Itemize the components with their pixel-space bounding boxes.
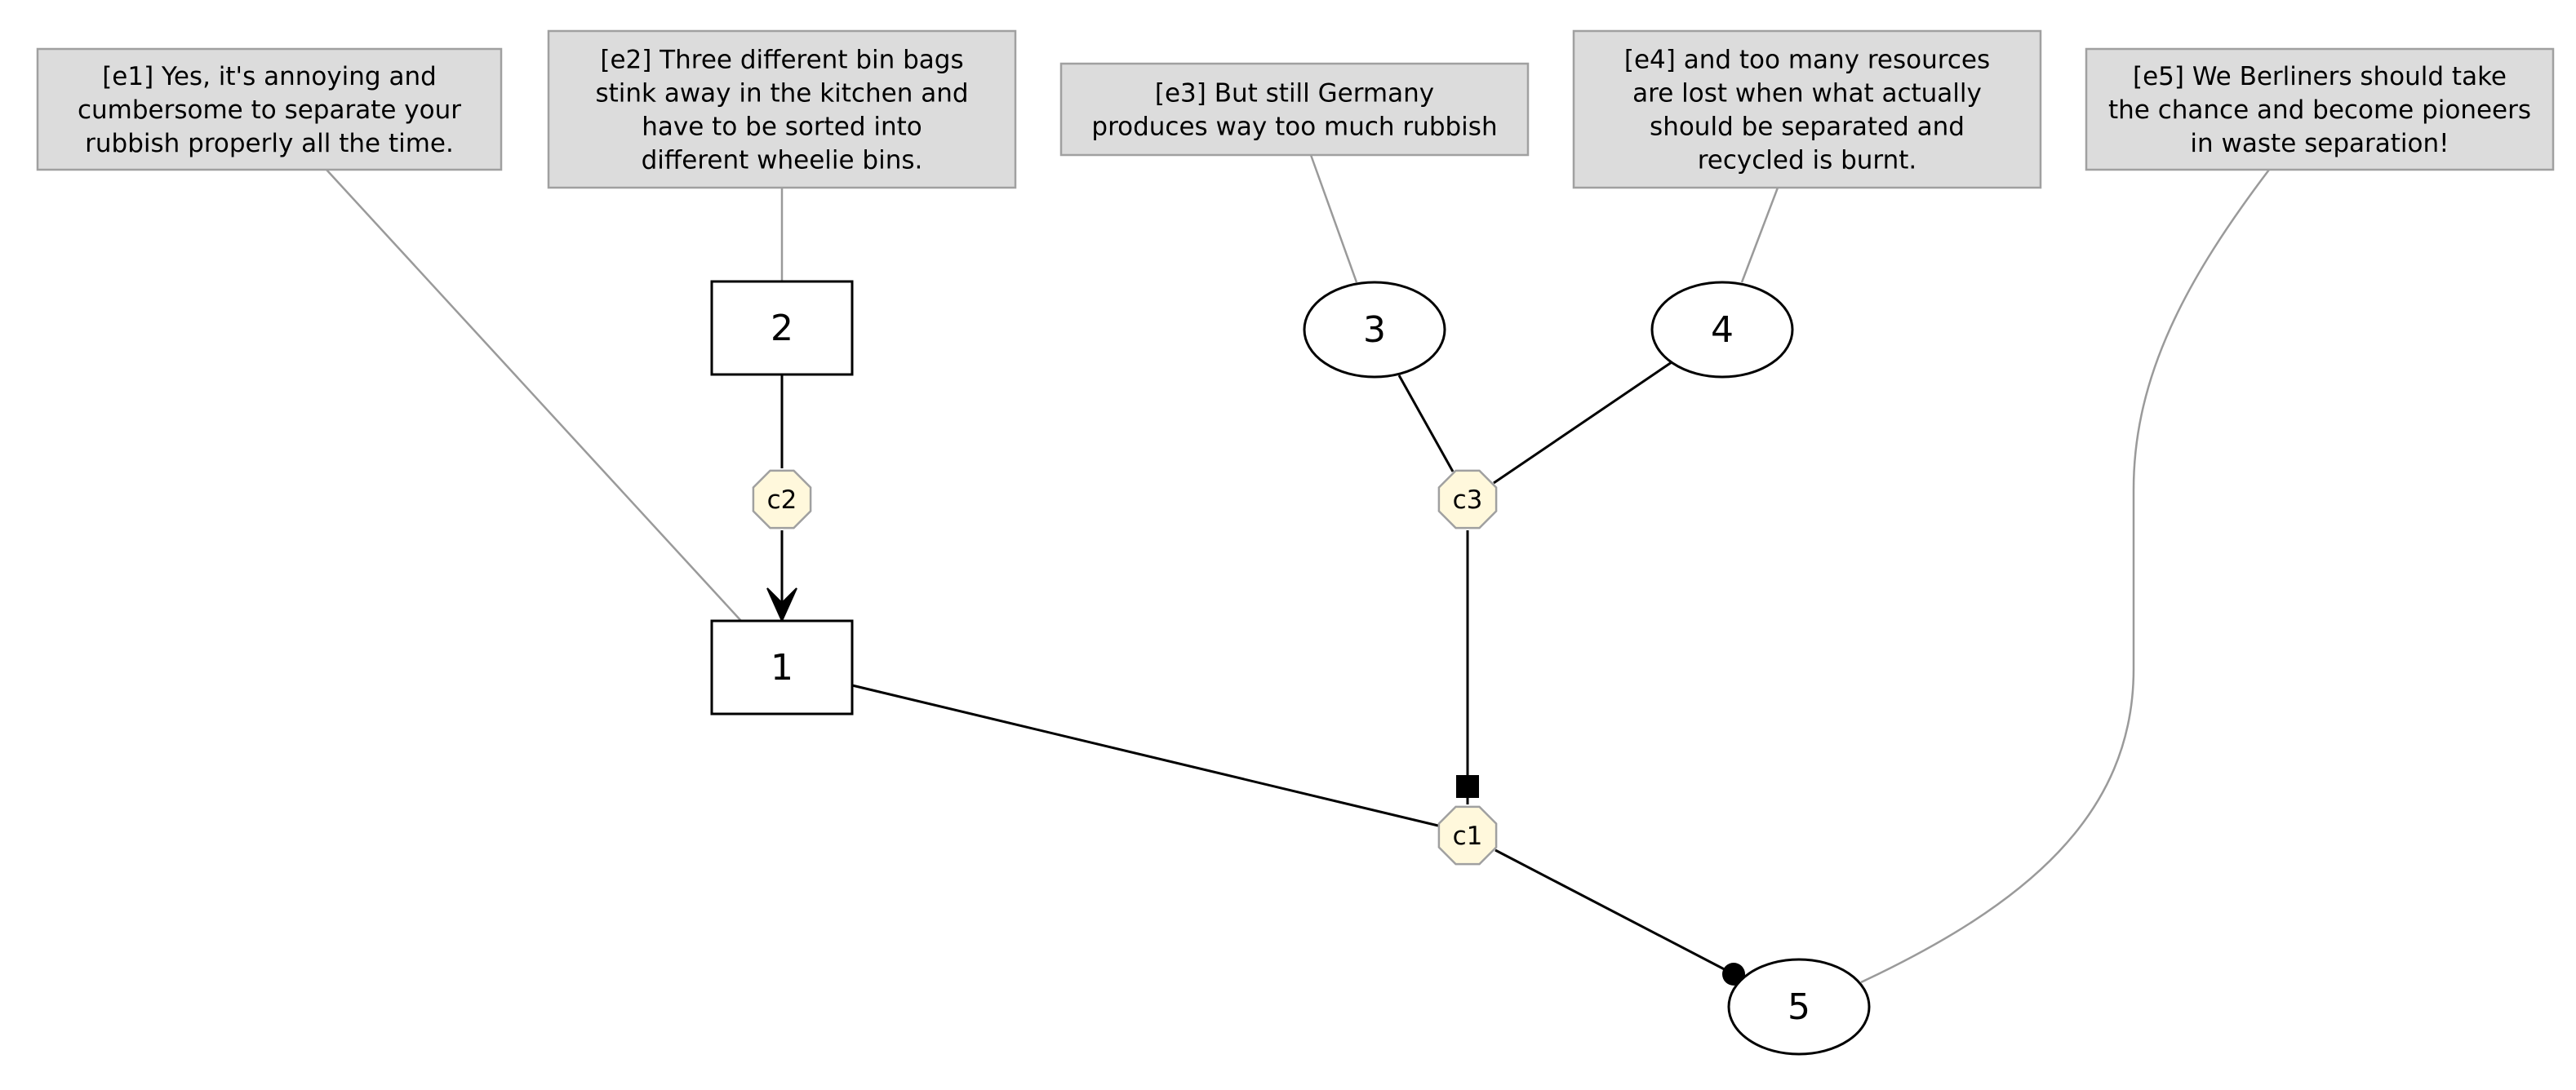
edge-n3-c3 bbox=[1397, 374, 1455, 472]
edu-links bbox=[326, 154, 2270, 984]
edu-text-line: rubbish properly all the time. bbox=[85, 129, 454, 158]
node-5: 5 bbox=[1727, 958, 1871, 1056]
node-box bbox=[710, 280, 854, 376]
connector-c3: c3 bbox=[1437, 469, 1498, 529]
node-4: 4 bbox=[1650, 281, 1794, 379]
edu-text-line: [e3] But still Germany bbox=[1155, 79, 1434, 109]
edu-text-line: [e5] We Berliners should take bbox=[2133, 62, 2507, 91]
edges bbox=[766, 361, 1745, 986]
edu-text-line: cumbersome to separate your bbox=[78, 95, 461, 125]
node-label: 5 bbox=[1788, 986, 1810, 1028]
edu-box-e2: [e2] Three different bin bags stink away … bbox=[547, 29, 1017, 189]
edge-n4-c3 bbox=[1493, 361, 1672, 485]
edge-n1-c1 bbox=[851, 684, 1439, 827]
dot-head-c1-n5 bbox=[1722, 963, 1745, 986]
edu-text-line: should be separated and bbox=[1650, 113, 1965, 142]
node-3: 3 bbox=[1303, 281, 1446, 379]
node-1: 1 bbox=[710, 619, 854, 716]
edu-text-line: [e2] Three different bin bags bbox=[600, 46, 963, 75]
edu-link-e4-n4 bbox=[1740, 187, 1779, 283]
edu-text-line: [e4] and too many resources bbox=[1624, 46, 1990, 75]
edu-text-line: produces way too much rubbish bbox=[1091, 113, 1497, 142]
edge-c1-n5 bbox=[1495, 849, 1734, 976]
node-box bbox=[710, 619, 854, 716]
node-label: 4 bbox=[1711, 309, 1734, 351]
connectors: c1 c2 c3 bbox=[752, 469, 1498, 866]
edu-text-line: in waste separation! bbox=[2190, 129, 2449, 158]
edu-text-line: have to be sorted into bbox=[642, 113, 922, 142]
connector-octagon bbox=[752, 469, 812, 529]
edu-box-e5: [e5] We Berliners should take the chance … bbox=[2085, 47, 2555, 171]
node-label: 3 bbox=[1363, 309, 1386, 351]
edu-box-e4: [e4] and too many resources are lost when… bbox=[1572, 29, 2042, 189]
node-ellipse bbox=[1303, 281, 1446, 379]
edu-box-e1: [e1] Yes, it's annoying and cumbersome to… bbox=[36, 47, 503, 171]
edu-text-line: the chance and become pioneers bbox=[2108, 95, 2531, 125]
connector-c2: c2 bbox=[752, 469, 812, 529]
square-head-c3-c1 bbox=[1456, 775, 1479, 798]
edu-link-e3-n3 bbox=[1309, 154, 1358, 283]
edu-link-e5-n5 bbox=[1860, 169, 2270, 984]
connector-label: c1 bbox=[1453, 822, 1483, 851]
node-ellipse bbox=[1727, 958, 1871, 1056]
nodes: 1 2 3 4 5 bbox=[710, 280, 1871, 1056]
connector-label: c3 bbox=[1453, 485, 1483, 515]
edu-text-line: different wheelie bins. bbox=[642, 146, 923, 175]
connector-octagon bbox=[1437, 805, 1498, 866]
edu-text-line: recycled is burnt. bbox=[1698, 146, 1917, 175]
node-2: 2 bbox=[710, 280, 854, 376]
node-label: 2 bbox=[771, 308, 793, 349]
arrowhead-c2-n1 bbox=[766, 587, 797, 623]
edu-boxes: [e1] Yes, it's annoying and cumbersome to… bbox=[36, 29, 2555, 189]
connector-octagon bbox=[1437, 469, 1498, 529]
edu-text-line: [e1] Yes, it's annoying and bbox=[102, 62, 437, 91]
node-label: 1 bbox=[771, 647, 793, 689]
edu-link-e1-n1 bbox=[326, 169, 742, 622]
connector-label: c2 bbox=[767, 485, 797, 515]
edu-box-e3: [e3] But still Germany produces way too m… bbox=[1059, 62, 1530, 157]
node-ellipse bbox=[1650, 281, 1794, 379]
edu-text-line: stink away in the kitchen and bbox=[595, 79, 968, 109]
edu-text-line: are lost when what actually bbox=[1632, 79, 1982, 109]
connector-c1: c1 bbox=[1437, 805, 1498, 866]
